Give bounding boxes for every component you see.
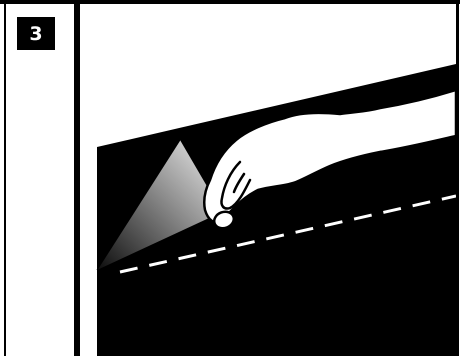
instruction-illustration — [80, 4, 456, 356]
frame-right-border — [456, 0, 459, 356]
step-number-badge: 3 — [17, 17, 55, 50]
hand-peeling-film-icon — [80, 4, 456, 356]
frame-left-border — [4, 0, 6, 356]
